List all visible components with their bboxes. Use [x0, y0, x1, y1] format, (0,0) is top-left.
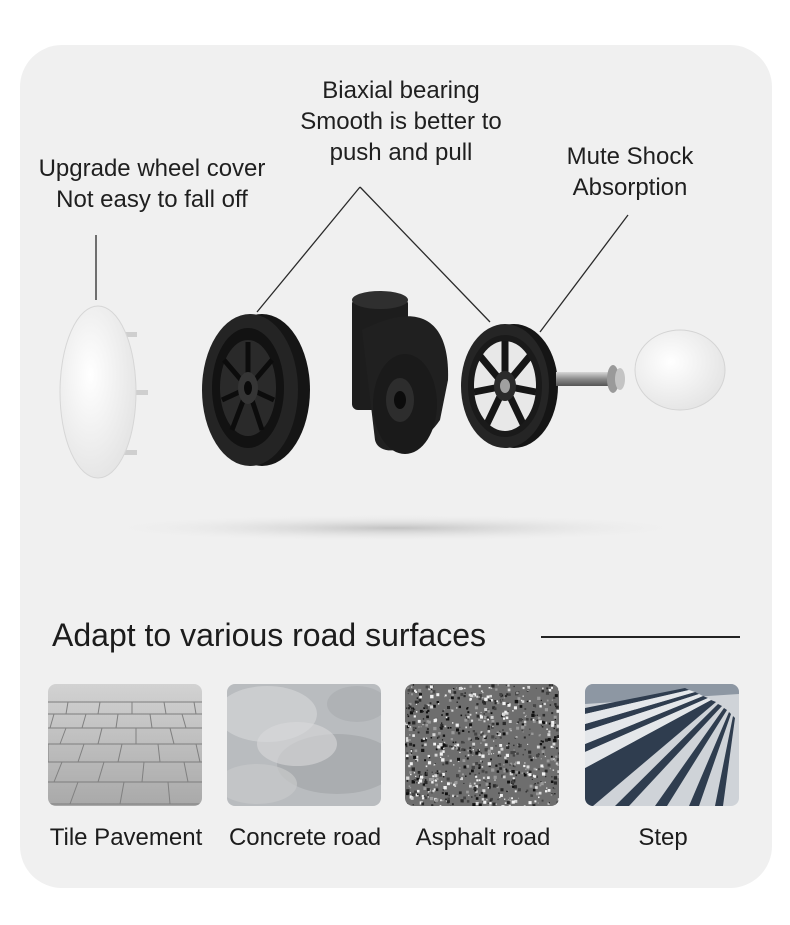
axle-bolt [556, 365, 625, 393]
wheel-right [461, 324, 558, 448]
callout-mute-shock: Mute Shock Absorption [566, 143, 694, 201]
tile-pavement-image [48, 684, 202, 806]
surface-label-concrete: Concrete road [228, 824, 382, 851]
wheel-cover-right [634, 329, 726, 411]
callout-biaxial-bearing: Biaxial bearing Smooth is better to push… [300, 77, 502, 166]
wheel-cover-left [59, 305, 148, 479]
concrete-road-image [227, 684, 381, 806]
caster-bracket [352, 291, 449, 454]
step-image [585, 684, 739, 806]
callout-lines [95, 186, 629, 333]
surface-label-asphalt: Asphalt road [415, 824, 551, 851]
surface-label-step: Step [638, 824, 688, 851]
wheel-left [202, 314, 310, 466]
ground-shadow [95, 514, 695, 542]
surface-label-tile: Tile Pavement [49, 824, 203, 851]
callout-wheel-cover: Upgrade wheel cover Not easy to fall off [38, 155, 266, 213]
title-divider [541, 636, 740, 638]
asphalt-road-image [405, 684, 559, 806]
section-title: Adapt to various road surfaces [52, 617, 487, 653]
wheel-exploded-illustration [59, 186, 726, 542]
